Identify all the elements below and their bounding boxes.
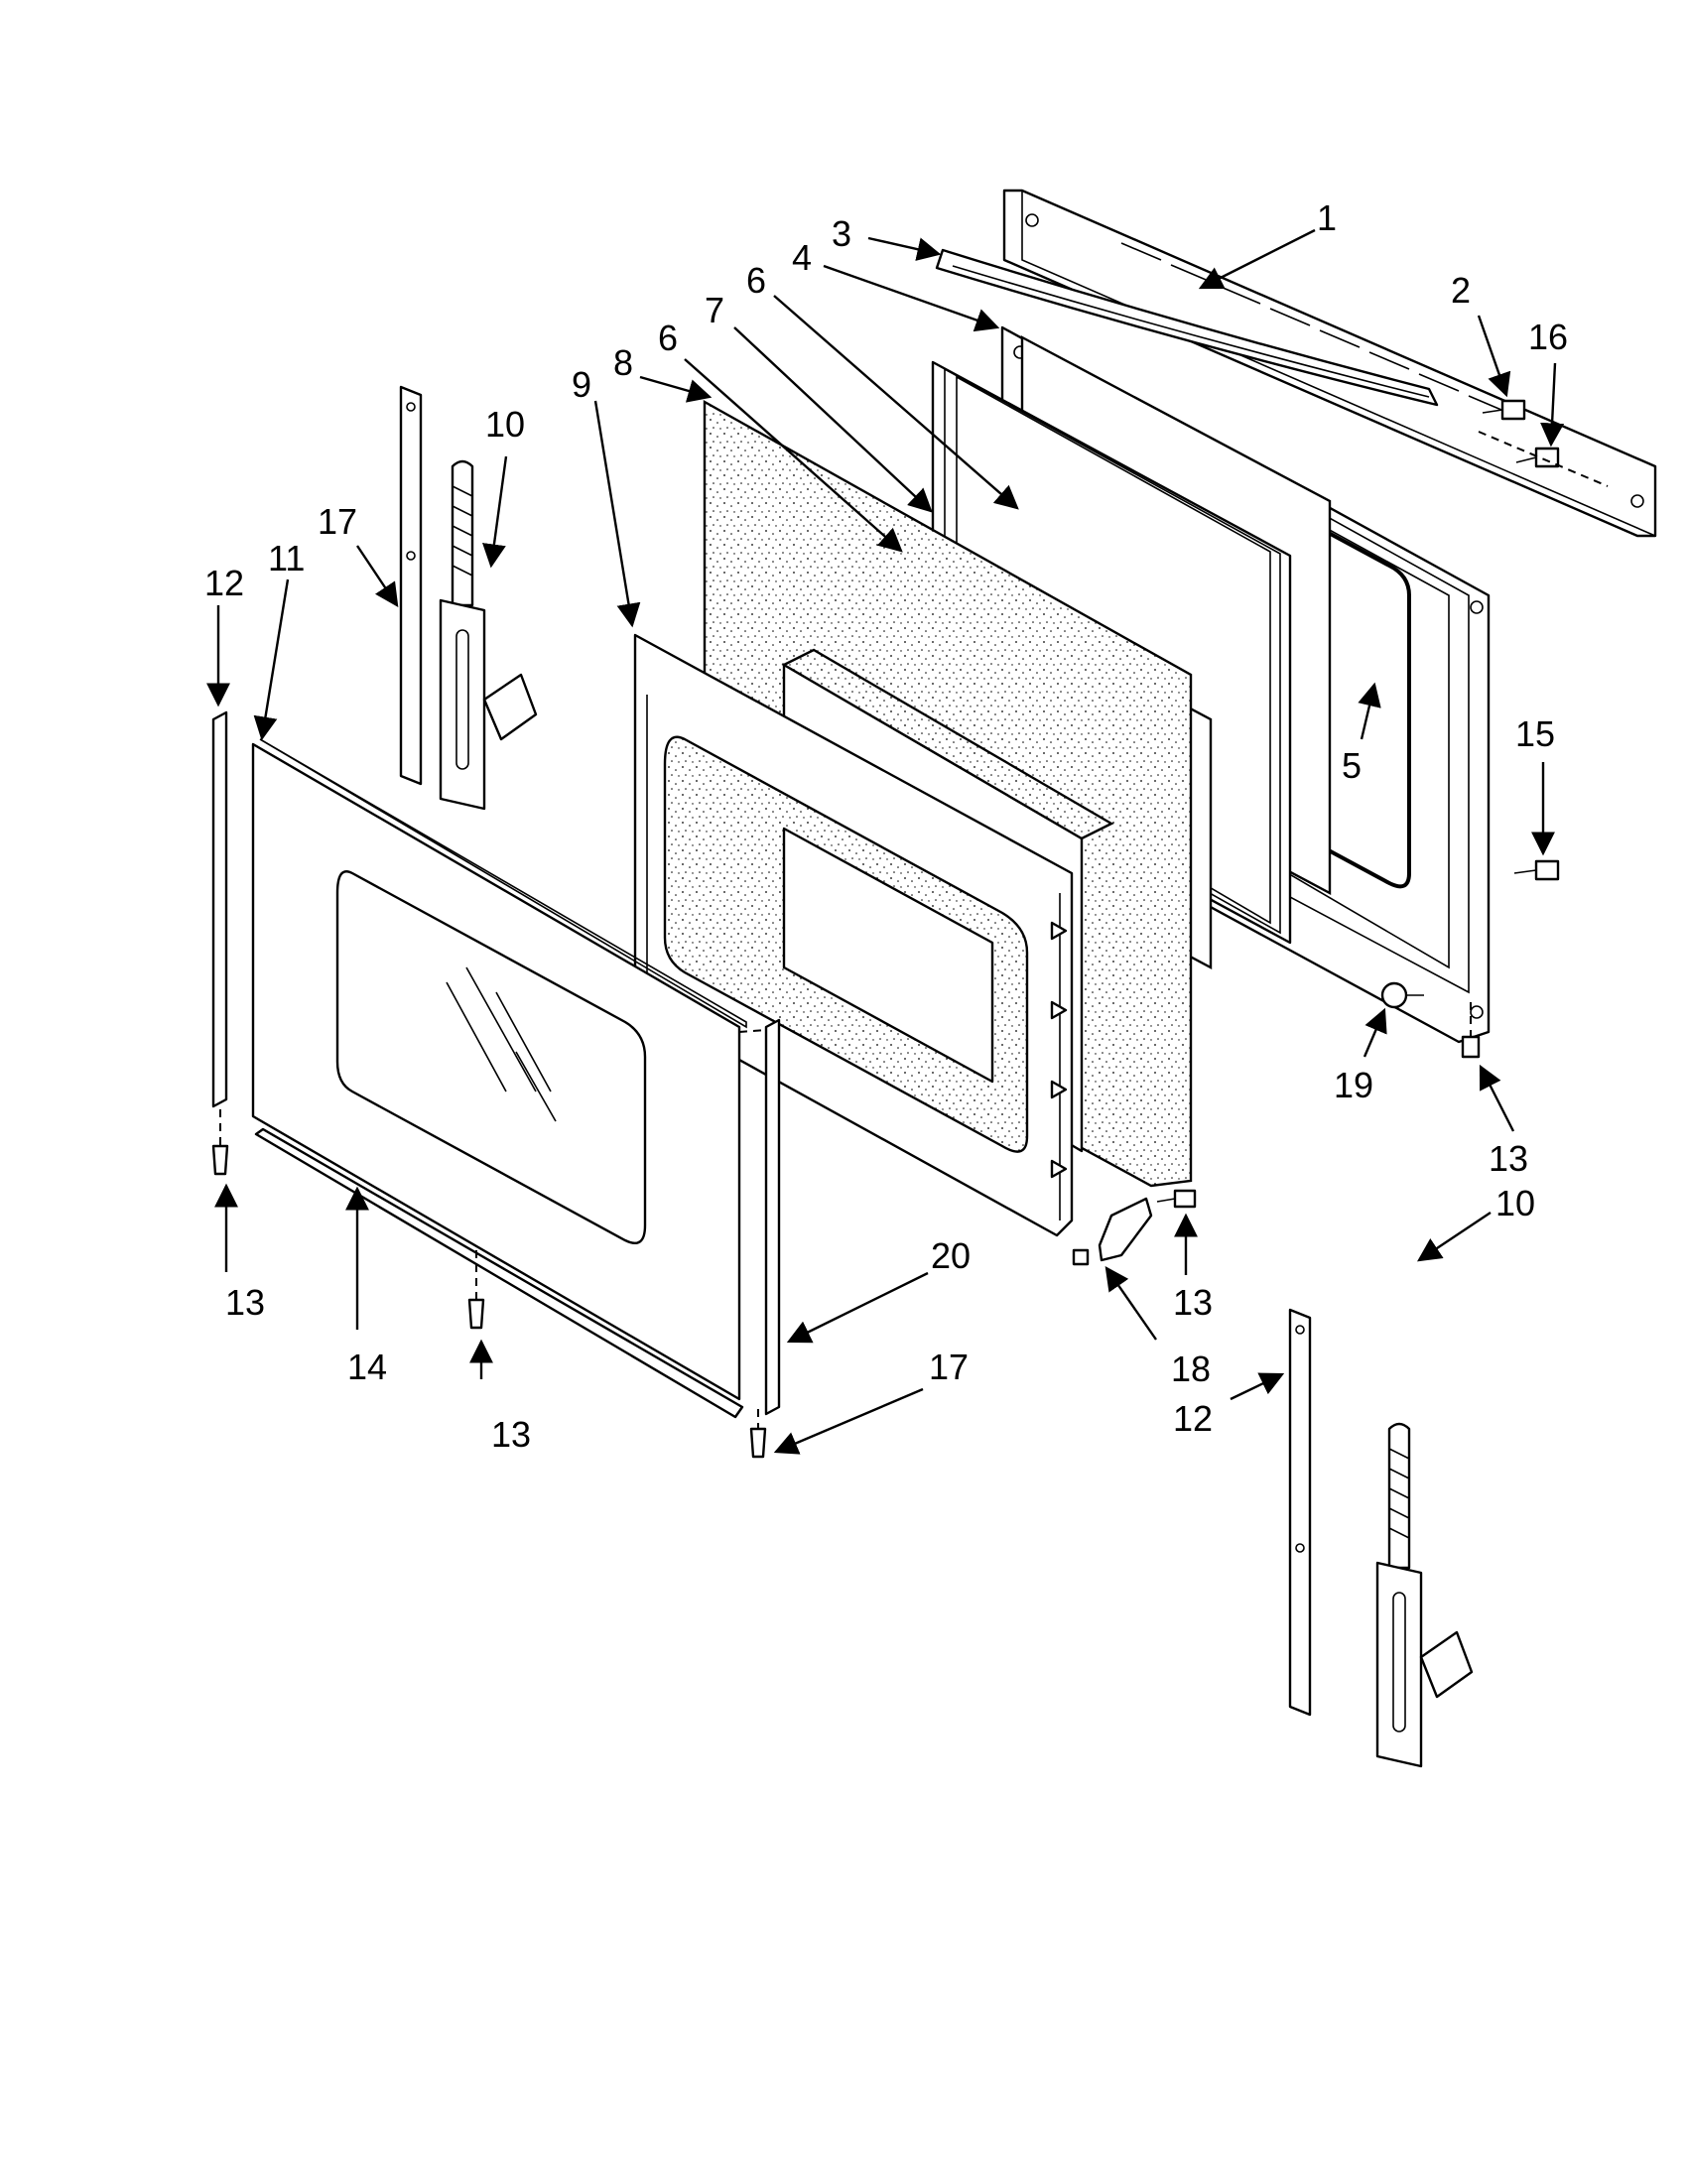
callout-10: 10 (1495, 1183, 1535, 1223)
callout-10: 10 (485, 404, 525, 445)
callout-16: 16 (1528, 317, 1568, 357)
screw-13-right-upper (1461, 1002, 1481, 1059)
callout-9: 9 (572, 364, 591, 405)
screw-13-left (211, 1109, 229, 1176)
leader-lines (206, 228, 1565, 1455)
hinge-left (439, 459, 538, 811)
callout-8: 8 (613, 342, 633, 383)
door-frame (633, 633, 1074, 1237)
screw-15 (1513, 859, 1560, 881)
door-handle (935, 248, 1439, 407)
callout-13: 13 (1489, 1138, 1528, 1179)
callout-13: 17 (929, 1347, 969, 1387)
callout-13: 13 (491, 1414, 531, 1455)
outer-door-panel (251, 738, 747, 1401)
screw-path-2 (1478, 431, 1609, 487)
callout-6: 6 (746, 260, 766, 301)
callout-labels: 1 2 16 3 4 6 7 6 8 9 10 17 11 12 5 15 19… (204, 197, 1568, 1455)
screw-16 (1515, 447, 1560, 468)
callout-13: 13 (225, 1282, 265, 1323)
callout-17: 17 (318, 501, 357, 542)
callout-4: 4 (792, 237, 812, 278)
callout-7: 7 (705, 290, 724, 330)
callout-2: 2 (1451, 270, 1471, 311)
callout-20: 18 (1171, 1349, 1211, 1389)
bumper-19 (1380, 981, 1424, 1009)
bracket-20 (1072, 1197, 1153, 1266)
callout-3: 3 (832, 213, 851, 254)
callout-14: 14 (347, 1347, 387, 1387)
callout-1: 1 (1317, 197, 1337, 238)
hinge-receiver-right (1288, 1308, 1312, 1717)
callout-5: 5 (1342, 745, 1362, 786)
screw-2 (1482, 399, 1526, 421)
hinge-receiver-left (399, 385, 423, 786)
screw-13-bottom-center (467, 1250, 485, 1330)
callout-11: 11 (268, 538, 305, 578)
side-trim-right (738, 1018, 781, 1416)
callout-12: 20 (931, 1235, 971, 1276)
callout-6: 6 (658, 318, 678, 358)
bottom-trim (254, 1127, 744, 1419)
screw-18 (1156, 1189, 1197, 1209)
callout-17: 12 (1173, 1398, 1213, 1439)
callout-15: 15 (1515, 713, 1555, 754)
callout-19: 19 (1334, 1065, 1373, 1105)
side-trim-left (211, 710, 228, 1108)
hinge-right (1375, 1422, 1474, 1768)
callout-18: 13 (1173, 1282, 1213, 1323)
callout-12: 12 (204, 563, 244, 603)
screw-13-bottom-right (749, 1409, 767, 1459)
